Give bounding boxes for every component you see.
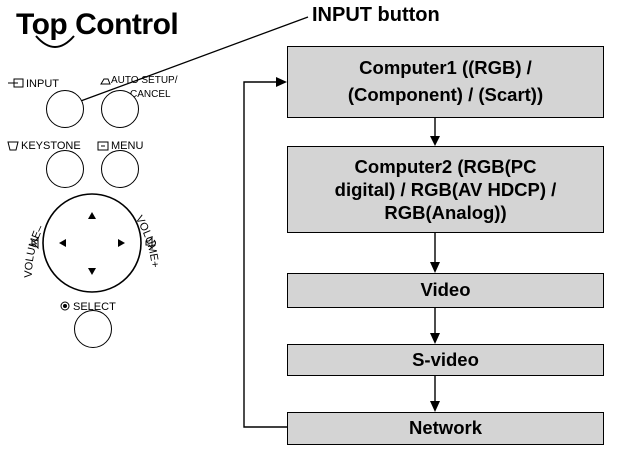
loop-back-arrowhead [276,77,287,87]
flow-box-network: Network [287,412,604,445]
diagram-title: Top Control [16,8,179,41]
flow-box-computer2: Computer2 (RGB(PC digital) / RGB(AV HDCP… [287,146,604,233]
arrow-3-4 [430,333,440,344]
up-arrow-icon [88,212,96,219]
cancel-label: CANCEL [130,89,171,100]
volume-plus-icon [145,236,156,250]
input-label: INPUT [26,78,59,90]
callout-leader-line [77,16,309,103]
video-label: Video [420,279,471,301]
arrow-1-2 [430,136,440,146]
left-arrow-icon [59,239,66,247]
menu-icon [97,141,109,151]
auto-setup-icon [100,78,111,85]
input-icon [8,78,24,88]
computer1-line1: Computer1 ((RGB) / [359,57,532,79]
menu-label: MENU [111,140,144,152]
computer2-line2: digital) / RGB(AV HDCP) / [334,178,557,200]
flow-arrows [430,118,440,412]
right-arrow-icon [118,239,125,247]
arrow-2-3 [430,262,440,273]
arrow-4-5 [430,401,440,412]
keystone-icon [7,141,19,151]
keystone-button[interactable] [46,150,84,188]
auto-setup-label: AUTO SETUP/ [111,75,178,86]
s-video-label: S-video [412,348,479,370]
select-icon [60,301,70,311]
input-button-callout: INPUT button [312,4,440,26]
menu-button[interactable] [101,150,139,188]
computer1-line2: (Component) / (Scart)) [347,84,544,105]
flow-box-video: Video [287,273,604,308]
keystone-label: KEYSTONE [21,140,81,152]
volume-minus-icon [31,236,39,250]
auto-setup-button[interactable] [101,90,139,128]
top-arc [35,35,75,48]
network-label: Network [409,417,482,439]
input-button[interactable] [46,90,84,128]
computer2-line3: RGB(Analog)) [384,202,507,224]
dpad-ring [42,193,142,293]
flow-box-computer1: Computer1 ((RGB) / (Component) / (Scart)… [287,46,604,118]
select-label: SELECT [73,301,116,313]
computer2-line1: Computer2 (RGB(PC [354,155,537,177]
loop-back-line [243,81,287,428]
flow-box-s-video: S-video [287,344,604,376]
select-button[interactable] [74,310,112,348]
down-arrow-icon [88,268,96,275]
